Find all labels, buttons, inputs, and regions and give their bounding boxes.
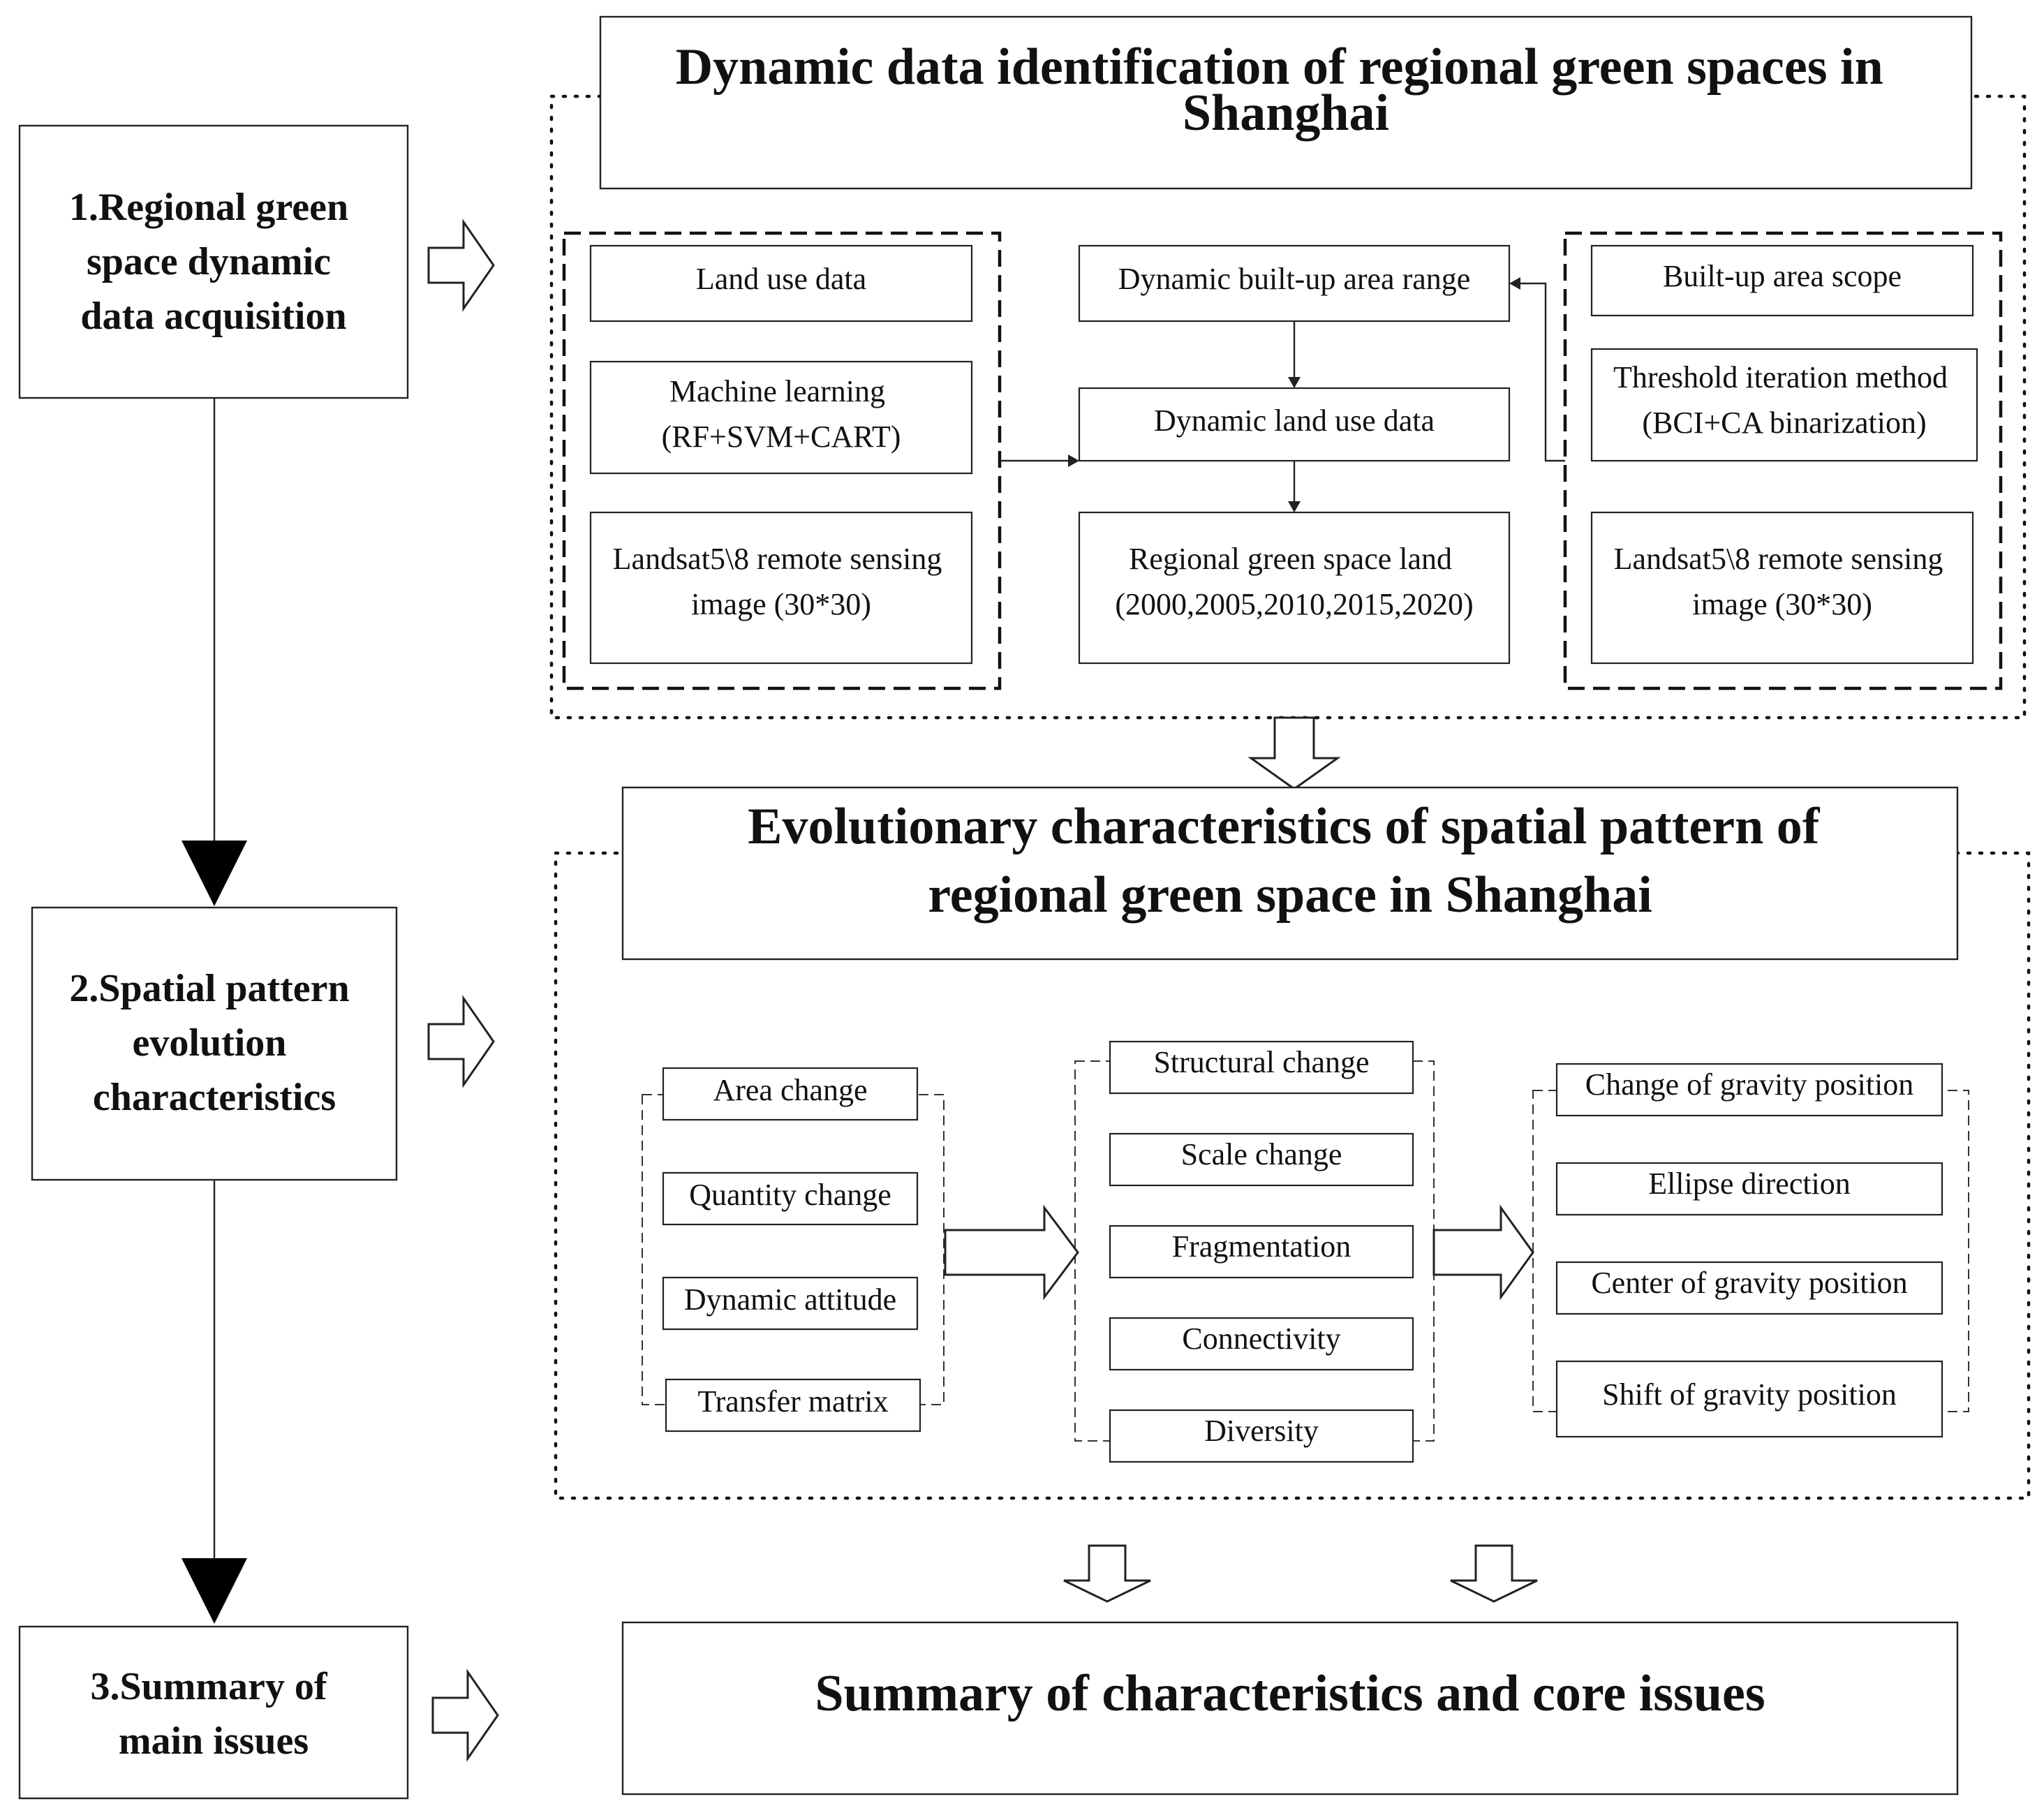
step3-box: 3.Summary of main issues bbox=[18, 1625, 409, 1800]
svg-text:Change of gravity position: Change of gravity position bbox=[1585, 1067, 1914, 1102]
built-up-scope-box: Built-up area scope bbox=[1590, 244, 1974, 317]
shift-gravity-position-box: Shift of gravity position bbox=[1555, 1360, 1943, 1438]
section1-title: Dynamic data identification of regional … bbox=[676, 38, 1897, 142]
section1-title-box: Dynamic data identification of regional … bbox=[599, 15, 1973, 190]
right-hollow-arrow-icon bbox=[431, 1668, 499, 1762]
svg-text:Connectivity: Connectivity bbox=[1182, 1322, 1340, 1356]
landsat-left-box: Landsat5\8 remote sensing image (30*30) bbox=[589, 511, 973, 665]
scale-change-box: Scale change bbox=[1109, 1132, 1414, 1187]
down-arrowhead-icon bbox=[182, 841, 247, 906]
svg-text:Area change: Area change bbox=[713, 1073, 867, 1107]
svg-text:Fragmentation: Fragmentation bbox=[1172, 1229, 1351, 1264]
ellipse-direction-box: Ellipse direction bbox=[1555, 1162, 1943, 1216]
arrowhead-icon bbox=[1509, 277, 1520, 290]
arrowhead-icon bbox=[1068, 454, 1079, 467]
right-hollow-arrow-icon bbox=[427, 219, 495, 312]
dynamic-land-use-box: Dynamic land use data bbox=[1078, 387, 1511, 462]
svg-text:Dynamic attitude: Dynamic attitude bbox=[684, 1282, 896, 1317]
svg-text:Land use data: Land use data bbox=[696, 262, 866, 296]
regional-green-land-box: Regional green space land (2000,2005,201… bbox=[1078, 511, 1511, 665]
step3-label: 3.Summary of main issues bbox=[90, 1665, 336, 1763]
threshold-iteration-box: Threshold iteration method (BCI+CA binar… bbox=[1590, 348, 1978, 462]
group1-frame bbox=[642, 1094, 945, 1405]
arrowhead-icon bbox=[1288, 501, 1301, 512]
section1-right-group-frame bbox=[1563, 231, 2003, 690]
transfer-matrix-box: Transfer matrix bbox=[665, 1378, 921, 1433]
svg-text:Scale change: Scale change bbox=[1181, 1137, 1342, 1171]
step2-to-step3-connector bbox=[182, 1180, 247, 1624]
svg-text:Landsat5\8 remote sensing: Landsat5\8 remote sensing image (30*30) bbox=[613, 542, 950, 621]
landsat-right-box: Landsat5\8 remote sensing image (30*30) bbox=[1590, 511, 1974, 665]
svg-text:Dynamic built-up area range: Dynamic built-up area range bbox=[1118, 262, 1471, 296]
quantity-change-box: Quantity change bbox=[662, 1171, 919, 1226]
dynamic-built-up-range-box: Dynamic built-up area range bbox=[1078, 244, 1511, 323]
down-hollow-arrow-icon bbox=[1247, 716, 1341, 790]
dynamic-attitude-box: Dynamic attitude bbox=[662, 1276, 919, 1331]
svg-text:Structural change: Structural change bbox=[1153, 1045, 1369, 1079]
step1-label: 1.Regional green space dynamic data acqu… bbox=[69, 186, 358, 338]
svg-text:Landsat5\8 remote sensing: Landsat5\8 remote sensing image (30*30) bbox=[1614, 542, 1951, 621]
area-change-box: Area change bbox=[662, 1067, 919, 1121]
change-gravity-position-box: Change of gravity position bbox=[1555, 1063, 1943, 1117]
step1-box: 1.Regional green space dynamic data acqu… bbox=[18, 124, 409, 399]
svg-text:Center of gravity position: Center of gravity position bbox=[1591, 1266, 1907, 1300]
svg-text:Ellipse direction: Ellipse direction bbox=[1648, 1167, 1851, 1201]
section1-connectors bbox=[1000, 277, 1565, 512]
svg-text:Dynamic land use data: Dynamic land use data bbox=[1154, 404, 1435, 438]
svg-text:Regional green space land: Regional green space land (2000,2005,201… bbox=[1115, 542, 1473, 621]
svg-text:Diversity: Diversity bbox=[1204, 1414, 1319, 1448]
down-hollow-arrow-icon bbox=[1450, 1544, 1538, 1603]
center-gravity-position-box: Center of gravity position bbox=[1555, 1261, 1943, 1315]
machine-learning-box: Machine learning (RF+SVM+CART) bbox=[589, 360, 973, 475]
arrowhead-icon bbox=[1288, 377, 1301, 388]
step2-label: 2.Spatial pattern evolution characterist… bbox=[69, 967, 359, 1119]
right-hollow-arrow-icon bbox=[427, 995, 495, 1088]
structural-change-box: Structural change bbox=[1109, 1040, 1414, 1095]
connectivity-box: Connectivity bbox=[1109, 1317, 1414, 1371]
svg-text:Built-up area scope: Built-up area scope bbox=[1663, 259, 1902, 293]
step2-box: 2.Spatial pattern evolution characterist… bbox=[31, 906, 398, 1181]
summary-box: Summary of characteristics and core issu… bbox=[621, 1621, 1959, 1796]
svg-text:Transfer matrix: Transfer matrix bbox=[697, 1384, 888, 1419]
down-hollow-arrow-icon bbox=[1063, 1544, 1151, 1603]
section2-title-box: Evolutionary characteristics of spatial … bbox=[621, 786, 1959, 961]
svg-text:Quantity change: Quantity change bbox=[689, 1178, 891, 1212]
svg-text:Shift of gravity position: Shift of gravity position bbox=[1602, 1377, 1897, 1412]
summary-title: Summary of characteristics and core issu… bbox=[815, 1665, 1765, 1722]
right-hollow-arrow-icon bbox=[1432, 1204, 1534, 1301]
down-arrowhead-icon bbox=[182, 1558, 247, 1624]
right-hollow-arrow-icon bbox=[944, 1204, 1079, 1301]
land-use-data-box: Land use data bbox=[589, 244, 973, 323]
fragmentation-box: Fragmentation bbox=[1109, 1224, 1414, 1279]
svg-text:Machine learning (RF+SVM: Machine learning (RF+SVM+CART) bbox=[662, 374, 901, 454]
diversity-box: Diversity bbox=[1109, 1409, 1414, 1463]
section2-title: Evolutionary characteristics of spatial … bbox=[748, 798, 1832, 924]
step1-to-step2-connector bbox=[182, 398, 247, 906]
svg-text:Threshold iteration method: Threshold iteration method (BCI+CA binar… bbox=[1613, 360, 1955, 440]
